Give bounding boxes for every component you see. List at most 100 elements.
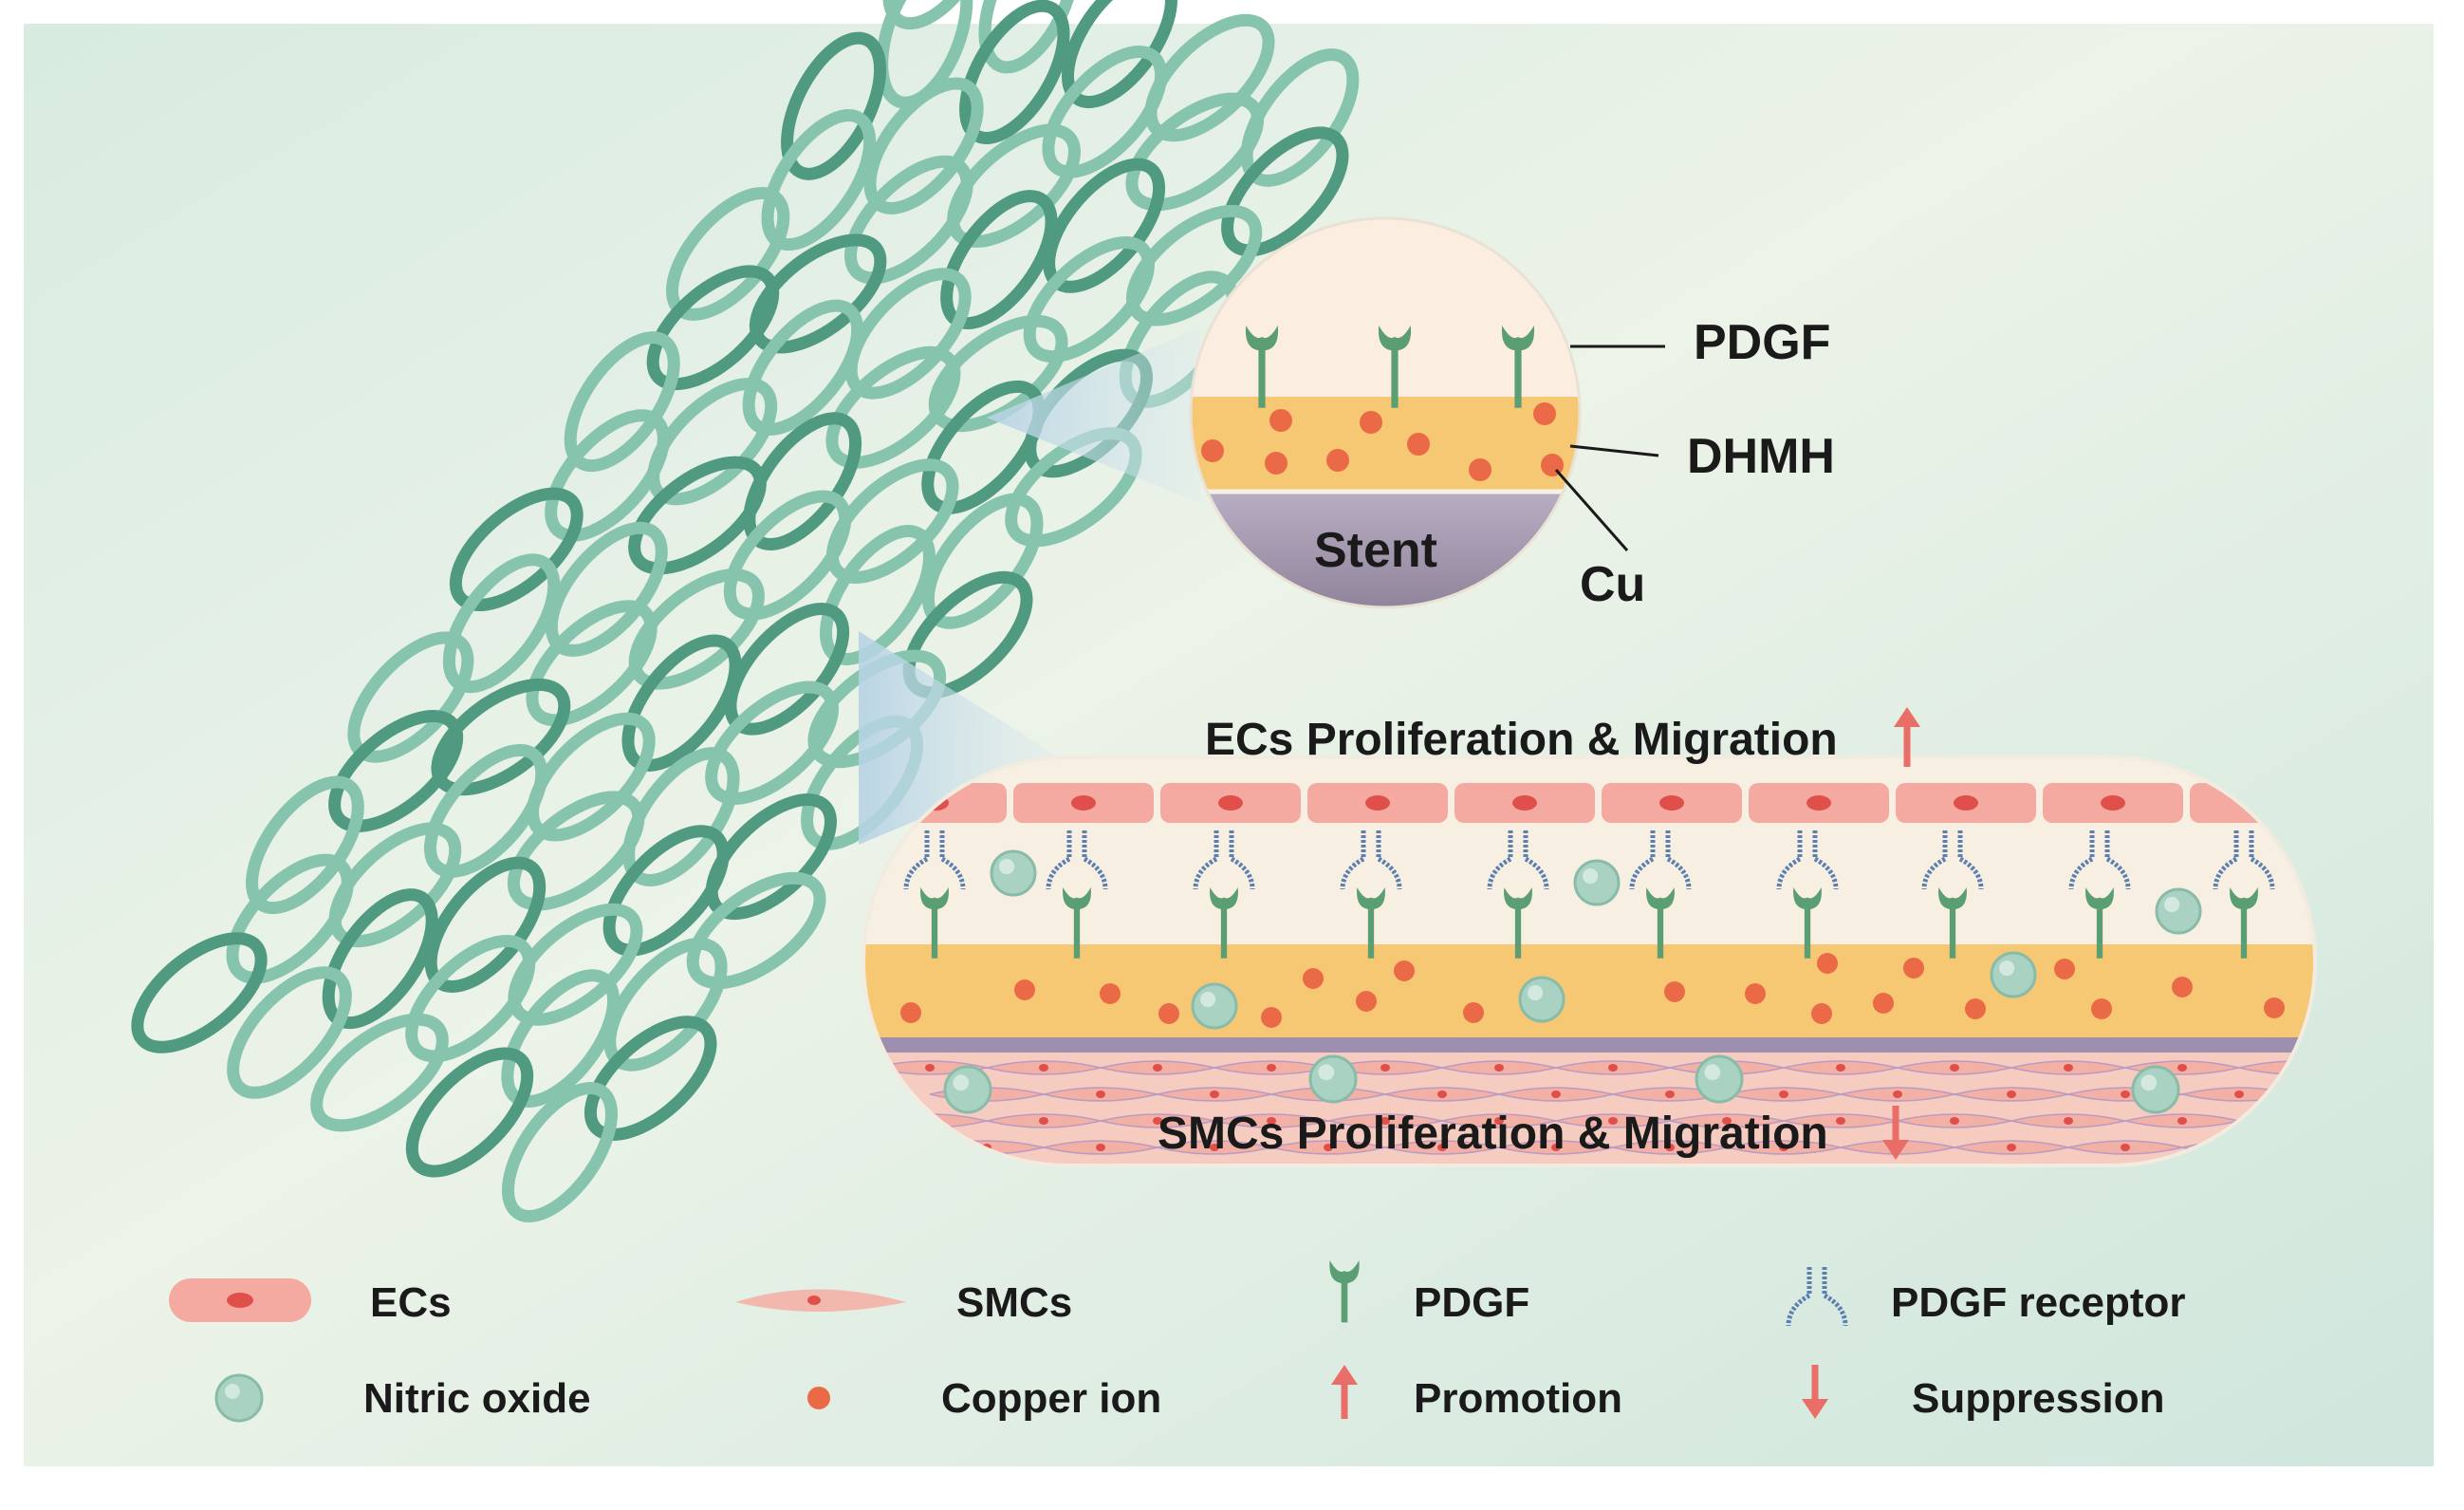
smc-nucleus [1039,1064,1048,1072]
smc-nucleus [1779,1091,1788,1098]
smc-nucleus [2177,1064,2187,1072]
nitric-oxide-bubble [1191,982,1238,1030]
pdgf-receptor-icon [2068,830,2131,890]
pdgf-receptor-icon [1921,830,1984,890]
dhmh-leader-line [1569,444,1659,457]
legend-suppression-arrow-icon [1802,1365,1828,1419]
stent-loop [545,409,670,542]
ecs-proliferation-label: ECs Proliferation & Migration [1205,715,1838,765]
pdgf-icon [1357,887,1385,959]
pdgf-receptor-icon [1193,830,1255,890]
dhmh-coating-layer [863,944,2315,1039]
smc-nucleus [1551,1144,1561,1151]
smc-nucleus [1665,1091,1675,1098]
stent-loop [1125,204,1263,326]
legend-ecs-label: ECs [370,1279,452,1326]
pdgf-receptor-icon [2213,830,2275,890]
smc-nucleus [1437,1091,1447,1098]
nitric-oxide-bubble [1573,859,1621,906]
pdgf-icon [1063,887,1091,959]
cu-leader-line [1554,469,1629,551]
smc-nucleus [1324,1144,1333,1151]
smc-nucleus [1039,1117,1048,1125]
pdgf-receptor-icon [1776,830,1839,890]
smc-nucleus [1665,1144,1675,1151]
pdgf-icon [1329,1260,1360,1323]
stent-loop [328,709,464,832]
stent-loop [882,0,996,30]
nitric-oxide-bubble [1518,976,1565,1023]
pdgf-icon [1646,887,1675,959]
stent-loop [310,1013,449,1132]
stent-loop [825,458,959,584]
nitric-oxide-bubble [1695,1054,1744,1104]
smc-nucleus [1494,1064,1504,1072]
copper-ion [1469,458,1491,481]
stent-loop [226,853,354,984]
smc-nucleus [1437,1144,1447,1151]
legend-nitric-oxide-label: Nitric oxide [363,1375,591,1422]
stent-loop [131,932,268,1053]
smc-nucleus [2064,1117,2073,1125]
nitric-oxide-bubble [2131,1065,2180,1114]
legend-pdgf-label: PDGF [1414,1279,1529,1326]
stent-loop [507,791,645,911]
pdgf-icon [2230,887,2258,959]
legend-nitric-oxide-icon [214,1373,264,1423]
smc-nucleus [1096,1144,1105,1151]
pdgf-receptor-icon [1046,830,1108,890]
smc-nucleus [1494,1117,1504,1125]
ec-nucleus [1659,795,1684,811]
copper-ion [1269,409,1292,432]
pdgf-icon [1938,887,1967,959]
copper-ion [1265,452,1288,475]
smc-nucleus [1096,1091,1105,1098]
copper-ion [2264,997,2285,1018]
copper-ion [1100,983,1121,1004]
smcs-proliferation-label: SMCs Proliferation & Migration [1158,1109,1828,1159]
copper-ion [2172,977,2193,997]
pdgf-icon [920,887,949,959]
legend-pdgf-receptor-icon [1786,1267,1848,1327]
ec-nucleus [1512,795,1537,811]
smc-nucleus [2234,1091,2244,1098]
smc-nucleus [2121,1144,2130,1151]
smc-nucleus [1380,1064,1390,1072]
copper-ion [1014,979,1035,1000]
copper-ion [1407,433,1430,456]
copper-ion [1745,983,1766,1004]
stent-loop [621,634,742,772]
stent-loop [844,155,973,285]
smc-nucleus [1210,1144,1219,1151]
stent-loop [602,825,730,957]
smc-nucleus [2064,1064,2073,1072]
copper-ion [1201,439,1224,462]
stent-loop [328,822,462,948]
stent-loop [501,1081,619,1223]
copper-ion [1811,1003,1832,1024]
pdgf-icon [1378,326,1412,408]
legend-smcs-icon [735,1289,906,1312]
vessel-cross-section [861,755,2317,1167]
pdgf-icon [1501,326,1535,408]
copper-ion [1817,953,1838,974]
cu-label: Cu [1580,557,1645,612]
ec-nucleus [1071,795,1096,811]
stent-loop [705,680,840,805]
smc-nucleus [1210,1091,1219,1098]
legend-pdgf-receptor-label: PDGF receptor [1891,1279,2186,1326]
smc-nucleus [2177,1117,2187,1125]
stent-loop [628,456,767,575]
smc-nucleus [1551,1091,1561,1098]
pdgf-icon [1210,887,1238,959]
pdgf-receptor-icon [1340,830,1402,890]
legend-promotion-arrow-icon [1331,1365,1358,1419]
pdgf-receptor-icon [1487,830,1549,890]
pdgf-icon [1504,887,1532,959]
pdgf-label: PDGF [1694,315,1830,370]
stent-loop [423,743,548,878]
smc-nucleus [1267,1117,1276,1125]
dhmh-layer [1191,397,1580,492]
copper-ion [1903,958,1924,979]
